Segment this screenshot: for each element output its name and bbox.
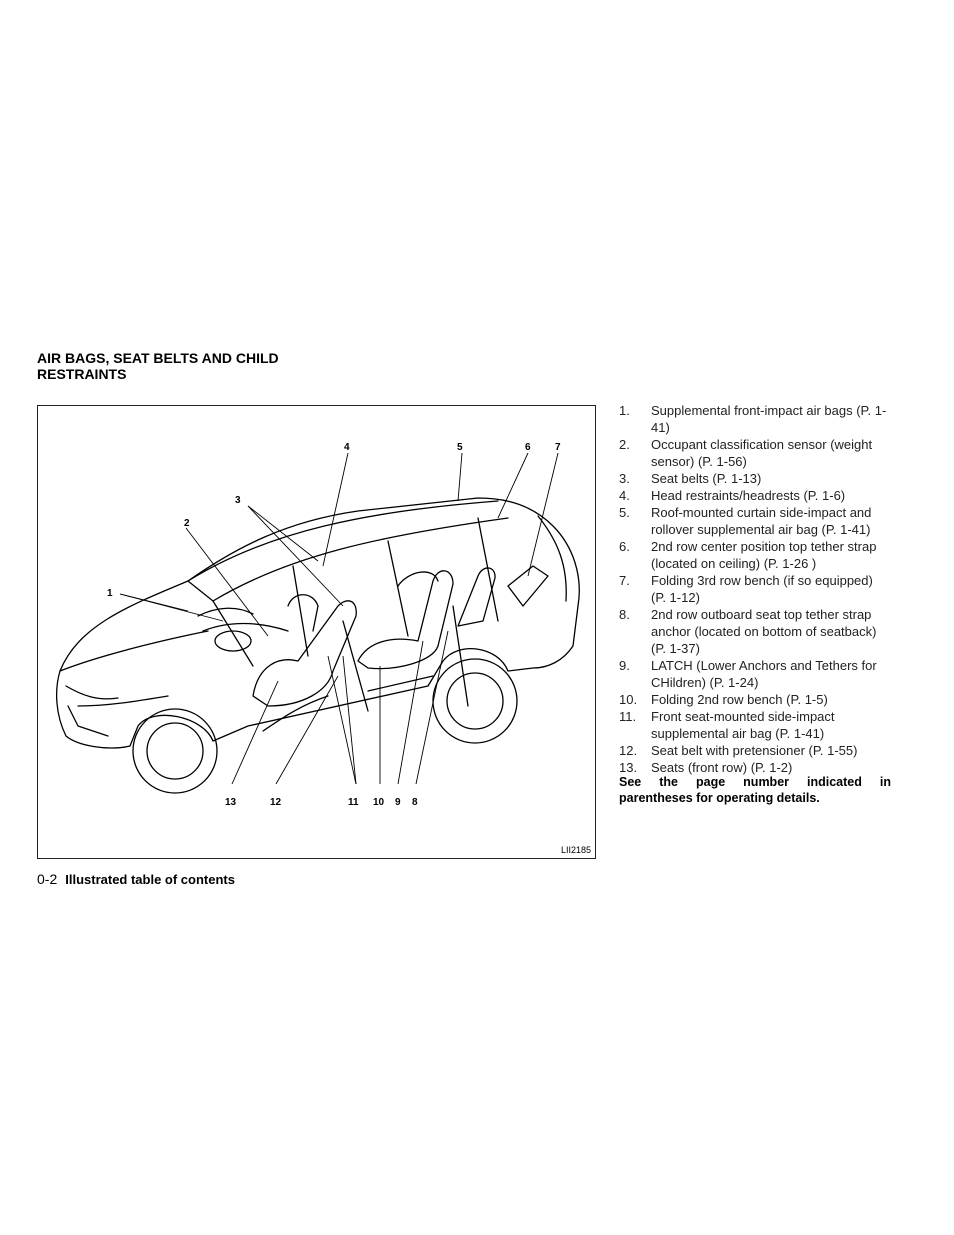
legend-item: 12. Seat belt with pretensioner (P. 1-55) xyxy=(619,742,891,759)
legend-number: 6. xyxy=(619,539,630,554)
legend-number: 4. xyxy=(619,488,630,503)
legend-item: 2. Occupant classification sensor (weight… xyxy=(619,436,891,470)
callout-legend: 1. Supplemental front-impact air bags (P.… xyxy=(619,402,891,776)
vehicle-illustration: 1 2 3 4 5 6 7 13 12 11 10 9 8 LII2185 xyxy=(37,405,596,859)
footer-title: Illustrated table of contents xyxy=(65,872,235,887)
page-footer: 0-2 Illustrated table of contents xyxy=(37,871,235,887)
legend-item: 3. Seat belts (P. 1-13) xyxy=(619,470,891,487)
page-number: 0-2 xyxy=(37,871,58,887)
legend-number: 2. xyxy=(619,437,630,452)
callout-12: 12 xyxy=(270,797,282,808)
legend-text: Occupant classification sensor (weight s… xyxy=(651,437,873,469)
callout-6: 6 xyxy=(525,442,531,453)
callout-4: 4 xyxy=(344,442,350,453)
steering-wheel xyxy=(214,630,252,652)
legend-number: 5. xyxy=(619,505,630,520)
legend-number: 7. xyxy=(619,573,630,588)
legend-text: Head restraints/headrests (P. 1-6) xyxy=(651,488,846,503)
legend-text: Front seat-mounted side-impact supplemen… xyxy=(651,709,835,741)
callout-9: 9 xyxy=(395,797,401,808)
legend-text: Folding 3rd row bench (if so equipped) (… xyxy=(651,573,873,605)
figure-id-label: LII2185 xyxy=(560,845,591,855)
legend-number: 10. xyxy=(619,692,638,707)
legend-number: 9. xyxy=(619,658,630,673)
callout-2: 2 xyxy=(184,518,190,529)
callout-8: 8 xyxy=(412,797,418,808)
callout-11: 11 xyxy=(348,797,359,808)
legend-text: Seat belt with pretensioner (P. 1-55) xyxy=(651,743,858,758)
legend-text: 2nd row center position top tether strap… xyxy=(651,539,877,571)
legend-item: 7. Folding 3rd row bench (if so equipped)… xyxy=(619,572,891,606)
rear-wheel xyxy=(432,658,518,744)
callout-5: 5 xyxy=(457,442,463,453)
legend-item: 6. 2nd row center position top tether str… xyxy=(619,538,891,572)
vehicle-body-outline xyxy=(56,497,580,749)
legend-item: 5. Roof-mounted curtain side-impact and r… xyxy=(619,504,891,538)
legend-item: 10. Folding 2nd row bench (P. 1-5) xyxy=(619,691,891,708)
legend-item: 4. Head restraints/headrests (P. 1-6) xyxy=(619,487,891,504)
legend-item: 9. LATCH (Lower Anchors and Tethers for C… xyxy=(619,657,891,691)
legend-text: Seats (front row) (P. 1-2) xyxy=(651,760,793,775)
callout-13: 13 xyxy=(225,797,237,808)
legend-item: 8. 2nd row outboard seat top tether strap… xyxy=(619,606,891,657)
callout-1: 1 xyxy=(107,588,113,599)
legend-number: 1. xyxy=(619,403,630,418)
legend-number: 3. xyxy=(619,471,630,486)
legend-text: Seat belts (P. 1-13) xyxy=(651,471,762,486)
callout-10: 10 xyxy=(373,797,385,808)
legend-number: 13. xyxy=(619,760,638,775)
front-wheel xyxy=(132,708,218,794)
callout-3: 3 xyxy=(235,495,241,506)
legend-number: 11. xyxy=(619,709,637,724)
legend-item: 13. Seats (front row) (P. 1-2) xyxy=(619,759,891,776)
operating-details-note: See the page number indicated in parenth… xyxy=(619,775,891,805)
second-row-seat xyxy=(357,570,454,670)
legend-item: 1. Supplemental front-impact air bags (P.… xyxy=(619,402,891,436)
legend-number: 8. xyxy=(619,607,630,622)
legend-text: 2nd row outboard seat top tether strap a… xyxy=(651,607,877,656)
legend-text: Roof-mounted curtain side-impact and rol… xyxy=(651,505,872,537)
third-row-seat xyxy=(457,567,496,627)
section-heading: AIR BAGS, SEAT BELTS AND CHILD RESTRAINT… xyxy=(37,350,279,382)
legend-number: 12. xyxy=(619,743,638,758)
legend-item: 11. Front seat-mounted side-impact supple… xyxy=(619,708,891,742)
legend-text: Supplemental front-impact air bags (P. 1… xyxy=(651,403,887,435)
legend-text: Folding 2nd row bench (P. 1-5) xyxy=(651,692,828,707)
vehicle-line-drawing: 1 2 3 4 5 6 7 13 12 11 10 9 8 xyxy=(56,442,580,808)
callout-7: 7 xyxy=(555,442,561,453)
front-seat xyxy=(252,600,357,707)
legend-text: LATCH (Lower Anchors and Tethers for CHi… xyxy=(651,658,877,690)
